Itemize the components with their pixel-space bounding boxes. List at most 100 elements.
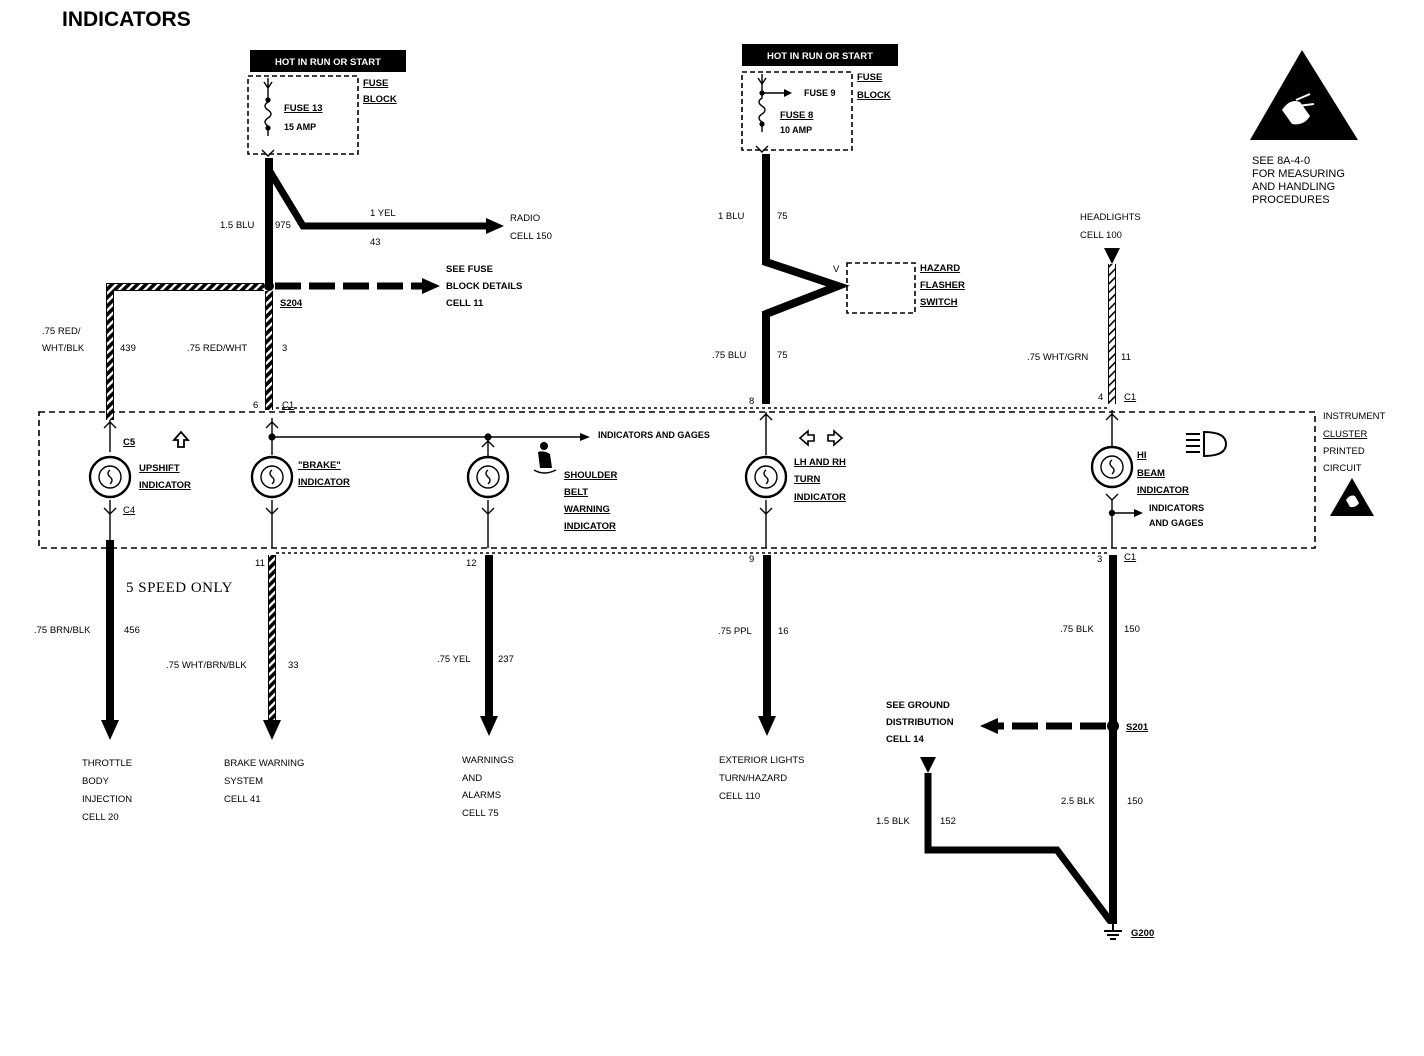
wire-75: [762, 154, 850, 404]
svg-text:CELL 110: CELL 110: [719, 791, 760, 802]
five-speed-note: 5 SPEED ONLY: [126, 580, 233, 596]
svg-text:HAZARD: HAZARD: [920, 263, 960, 274]
instrument-cluster-box: [38, 411, 1316, 549]
hi-beam-bus-label: INDICATORS AND GAGES: [1149, 503, 1204, 528]
svg-text:FOR MEASURING: FOR MEASURING: [1252, 168, 1345, 180]
hi-beam-label: HI BEAM INDICATOR: [1137, 450, 1189, 496]
radio-dest: RADIO: [510, 213, 540, 224]
svg-text:AND GAGES: AND GAGES: [1149, 518, 1204, 528]
svg-text:INSTRUMENT: INSTRUMENT: [1323, 411, 1385, 422]
svg-text:CELL 75: CELL 75: [462, 808, 499, 819]
svg-text:CELL 14: CELL 14: [886, 734, 925, 745]
svg-text:INJECTION: INJECTION: [82, 794, 132, 805]
wire-75-top-gauge: 1 BLU: [718, 211, 745, 222]
svg-text:BELT: BELT: [564, 487, 588, 498]
throttle-dest: THROTTLE BODY INJECTION CELL 20: [82, 758, 132, 823]
svg-text:CELL 11: CELL 11: [446, 298, 484, 309]
wire-237-gauge: .75 YEL: [437, 654, 471, 665]
wire-16-gauge: .75 PPL: [718, 626, 752, 637]
pin-6: 6: [253, 400, 258, 411]
svg-text:SEE GROUND: SEE GROUND: [886, 700, 950, 711]
wire-43-gauge: 1 YEL: [370, 208, 396, 219]
ground-g200-icon: [1104, 924, 1122, 940]
fuse-8-icon: [757, 74, 792, 132]
high-beam-icon: [1186, 430, 1228, 458]
svg-text:INDICATOR: INDICATOR: [298, 477, 350, 488]
svg-text:SHOULDER: SHOULDER: [564, 470, 617, 481]
radio-dest-cell: CELL 150: [510, 231, 552, 242]
pin-4: 4: [1098, 392, 1103, 403]
svg-text:INDICATORS: INDICATORS: [1149, 503, 1204, 513]
svg-text:TURN: TURN: [794, 474, 821, 485]
shoulder-belt-label: SHOULDER BELT WARNING INDICATOR: [564, 470, 617, 532]
splice-s201-label: S201: [1126, 722, 1149, 733]
svg-text:SEE 8A-4-0: SEE 8A-4-0: [1252, 155, 1310, 167]
brake-warning-dest: BRAKE WARNING SYSTEM CELL 41: [224, 758, 304, 805]
wire-3-gauge: .75 RED/WHT: [187, 343, 247, 354]
wire-456-gauge: .75 BRN/BLK: [34, 625, 91, 636]
right-fuse-block-label: FUSE BLOCK: [857, 72, 891, 101]
fuse-13-icon: [263, 78, 273, 136]
upshift-indicator: [88, 420, 132, 540]
svg-text:HOT IN RUN OR START: HOT IN RUN OR START: [767, 51, 873, 62]
left-hot-label: HOT IN RUN OR START: [250, 50, 406, 72]
wire-152-circuit: 152: [940, 816, 956, 827]
svg-text:UPSHIFT: UPSHIFT: [139, 463, 180, 474]
svg-text:ALARMS: ALARMS: [462, 790, 501, 801]
brake-warning-arrow-icon: [263, 720, 281, 740]
wire-975-circuit: 975: [275, 220, 291, 231]
svg-text:"BRAKE": "BRAKE": [298, 460, 341, 471]
left-fuse-block-label: FUSE BLOCK: [363, 78, 397, 105]
wire-152-gauge: 1.5 BLK: [876, 816, 910, 827]
fuse-13-label: FUSE 13: [284, 103, 323, 114]
wire-11-gauge: .75 WHT/GRN: [1027, 352, 1088, 363]
hazard-flasher-label: HAZARD FLASHER SWITCH: [920, 263, 965, 308]
hi-beam-indicator: [1090, 410, 1134, 548]
svg-text:CLUSTER: CLUSTER: [1323, 429, 1367, 440]
turn-arrows-icon: [798, 429, 844, 447]
svg-text:INDICATOR: INDICATOR: [794, 492, 846, 503]
svg-text:BODY: BODY: [82, 776, 110, 787]
exterior-lights-arrow-icon: [758, 716, 776, 736]
warnings-arrow-icon: [480, 716, 498, 736]
wire-439-gauge-2: WHT/BLK: [42, 343, 85, 354]
svg-text:FUSE: FUSE: [857, 72, 882, 83]
wire-75-bottom-circuit: 75: [777, 350, 788, 361]
seatbelt-icon: [533, 442, 557, 474]
fuse-8-amp: 10 AMP: [780, 125, 812, 135]
svg-text:BRAKE WARNING: BRAKE WARNING: [224, 758, 304, 769]
page-title: INDICATORS: [62, 8, 191, 31]
wire-43: [266, 168, 488, 230]
shoulder-belt-indicator: [466, 437, 510, 548]
ground-distribution-arrow-icon: [980, 718, 998, 734]
esd-warning-icon: [1250, 50, 1358, 140]
conn-c1-bottom: C1: [1124, 552, 1136, 563]
bus-arrow-icon: [580, 433, 590, 441]
wire-439: [107, 284, 264, 420]
fuse-9-label: FUSE 9: [804, 88, 836, 98]
flasher-terminal-v: V: [833, 264, 840, 275]
fuse-13-terminal-icon: [261, 149, 275, 157]
esd-small-icon: [1330, 478, 1374, 516]
hazard-flasher-switch: [846, 262, 916, 314]
svg-text:LH AND RH: LH AND RH: [794, 457, 846, 468]
wire-11-circuit: 11: [1121, 352, 1131, 363]
conn-c1-top-left: C1: [282, 400, 294, 411]
turn-label: LH AND RH TURN INDICATOR: [794, 457, 846, 503]
brake-label: "BRAKE" INDICATOR: [298, 460, 350, 488]
esd-note: SEE 8A-4-0 FOR MEASURING AND HANDLING PR…: [1252, 155, 1345, 206]
svg-text:BLOCK: BLOCK: [363, 94, 397, 105]
hi-beam-bus-arrow-icon: [1134, 509, 1143, 517]
pin-12: 12: [466, 558, 477, 569]
pin-11: 11: [255, 558, 265, 569]
wire-150-g-gauge: 2.5 BLK: [1061, 796, 1095, 807]
wire-33-circuit: 33: [288, 660, 299, 671]
wire-150-circuit: 150: [1124, 624, 1140, 635]
wire-16-circuit: 16: [778, 626, 789, 637]
svg-text:CIRCUIT: CIRCUIT: [1323, 463, 1362, 474]
svg-text:SEE FUSE: SEE FUSE: [446, 264, 493, 275]
ground-wire-152-arrow-icon: [920, 757, 936, 773]
pin-3: 3: [1097, 554, 1102, 565]
svg-text:BLOCK: BLOCK: [857, 90, 891, 101]
